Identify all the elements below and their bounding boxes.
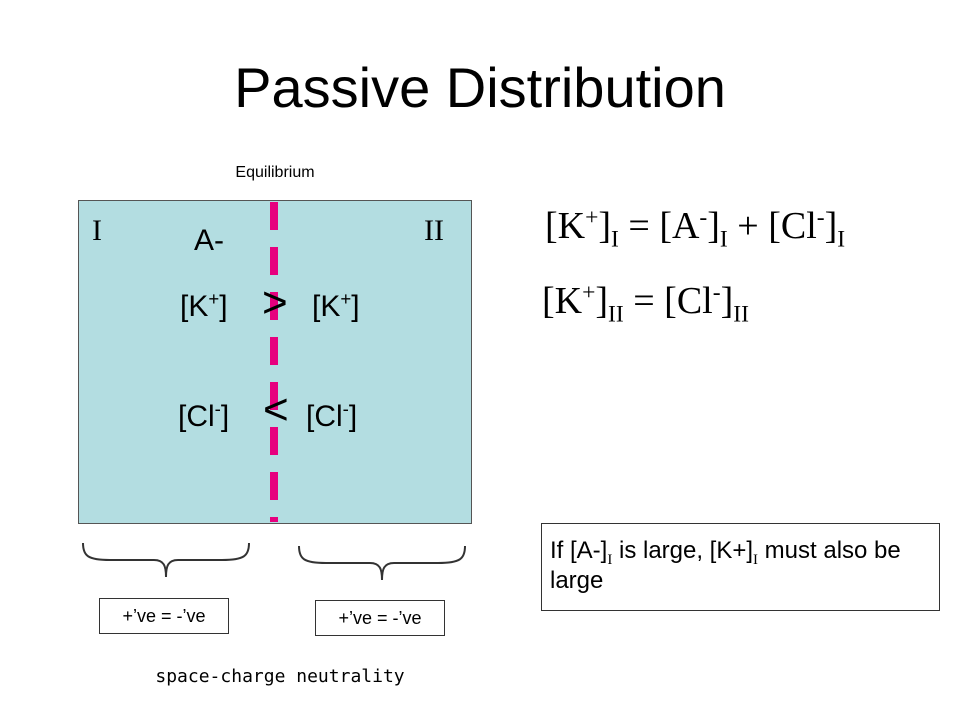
neutrality-box-right: +’ve = -’ve: [315, 600, 445, 636]
space-charge-neutrality-label: space-charge neutrality: [155, 666, 405, 687]
greater-than-sign: >: [262, 278, 288, 327]
compartment-label-left: I: [92, 214, 102, 247]
less-than-sign: <: [263, 385, 289, 434]
equation-compartment-I: [K+]I = [A-]I + [Cl-]I: [545, 204, 846, 253]
potassium-right: [K+]: [312, 288, 360, 323]
anion-label: A-: [194, 224, 224, 257]
note-box: If [A-]I is large, [K+]I must also be la…: [541, 523, 940, 611]
page-title: Passive Distribution: [234, 56, 726, 119]
equation-compartment-II: [K+]II = [Cl-]II: [542, 279, 749, 328]
chloride-left: [Cl-]: [178, 398, 230, 433]
chloride-right: [Cl-]: [306, 398, 358, 433]
membrane-dashed-line: [270, 202, 278, 522]
equilibrium-label: Equilibrium: [235, 164, 315, 181]
neutrality-box-left: +’ve = -’ve: [99, 598, 229, 634]
potassium-left: [K+]: [180, 288, 228, 323]
right-curly-brace: [298, 545, 466, 581]
compartment-label-right: II: [424, 214, 444, 247]
left-curly-brace: [82, 542, 250, 578]
